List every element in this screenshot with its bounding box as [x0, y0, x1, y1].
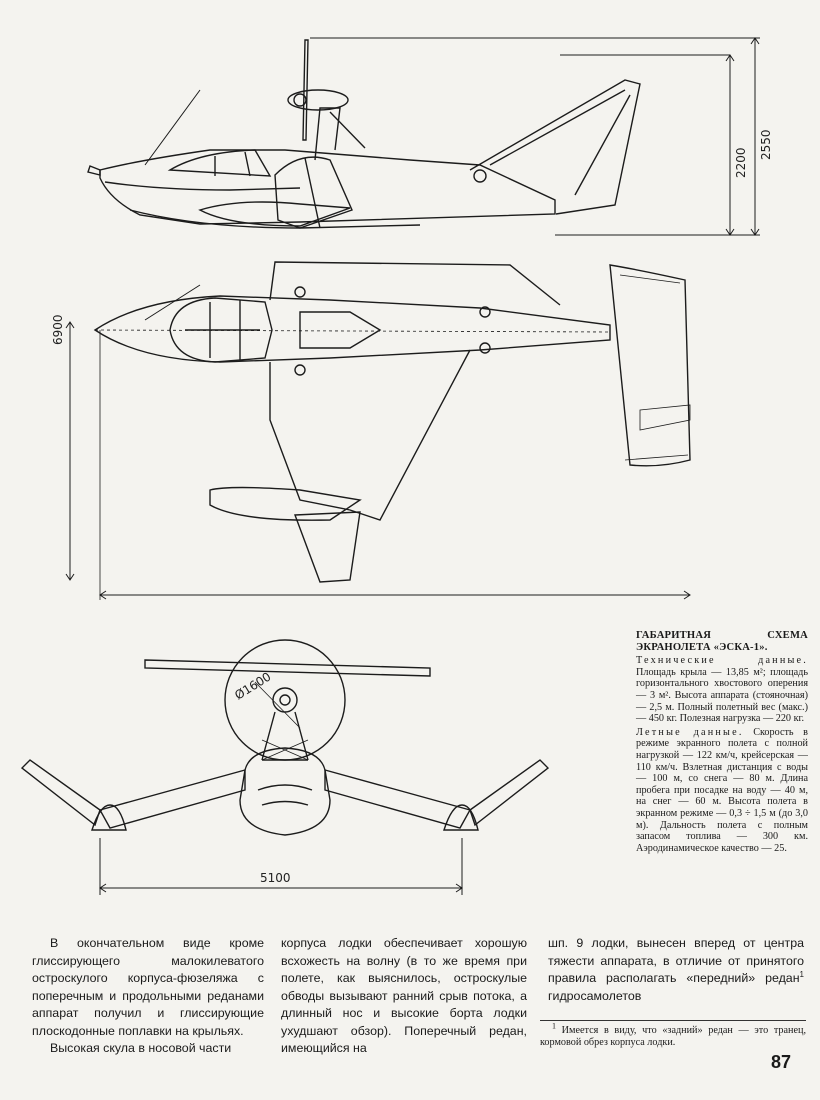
- top-fuselage: [93, 295, 611, 363]
- spec-flight-lead: Летные данные.: [636, 726, 744, 738]
- front-wing-right: [324, 769, 472, 829]
- text-column-3: шп. 9 лодки, вынесен вперед от центра тя…: [548, 935, 804, 1005]
- spec-tech-lead: Технические данные.: [636, 655, 808, 667]
- front-view: [20, 639, 550, 895]
- side-float: [198, 201, 351, 227]
- col1-paragraph-1: В окончательном виде кроме глиссирующего…: [32, 936, 264, 1038]
- front-float-left: [91, 804, 127, 831]
- spec-caption: ГАБАРИТНАЯ СХЕМА ЭКРАНОЛЕТА «ЭСКА-1». Те…: [636, 630, 808, 856]
- top-canopy: [169, 297, 273, 363]
- dim-rotor-diameter: Ø1600: [232, 669, 273, 702]
- spec-tech-text: Площадь крыла — 13,85 м²; площадь горизо…: [636, 666, 808, 725]
- technical-drawing: 2550 2200 6900: [20, 37, 773, 895]
- dim-span: 5100: [260, 871, 291, 885]
- front-fuselage: [239, 747, 331, 836]
- top-wing-float: [209, 486, 362, 521]
- footnote-ref: 1: [799, 969, 804, 979]
- spec-flight: Летные данные. Скорость в режиме экранно…: [636, 727, 808, 855]
- footnote: 1 Имеется в виду, что «задний» редан — э…: [540, 1020, 806, 1049]
- dim-height-total: 2550: [759, 129, 773, 160]
- spec-flight-text: Скорость в режиме экранного полета с пол…: [636, 726, 808, 854]
- side-tail-fin: [469, 79, 641, 215]
- col3-text: шп. 9 лодки, вынесен вперед от центра тя…: [548, 936, 804, 985]
- top-wing-aft: [269, 349, 471, 521]
- top-horizontal-tail: [609, 264, 691, 467]
- side-view: [87, 37, 760, 236]
- col3-paragraph-1: шп. 9 лодки, вынесен вперед от центра тя…: [548, 935, 804, 1005]
- page-number: 87: [771, 1052, 792, 1072]
- text-column-2: корпуса лодки обеспечивает хорошую всхож…: [281, 935, 527, 1058]
- side-canopy: [167, 149, 272, 177]
- top-wing-forward: [269, 261, 561, 306]
- spec-title: ГАБАРИТНАЯ СХЕМА ЭКРАНОЛЕТА «ЭСКА-1».: [636, 630, 808, 653]
- dim-height-body: 2200: [734, 147, 748, 178]
- col2-paragraph-1: корпуса лодки обеспечивает хорошую всхож…: [281, 936, 527, 1055]
- front-wing-left: [98, 769, 246, 829]
- footnote-mark: 1: [552, 1021, 556, 1031]
- front-float-right: [443, 804, 479, 831]
- top-view: [65, 261, 691, 600]
- col1-paragraph-2: Высокая скула в носовой части: [50, 1041, 232, 1055]
- side-hull: [99, 149, 556, 225]
- text-column-1: В окончательном виде кроме глиссирующего…: [32, 935, 264, 1058]
- col3-text-end: гидросамолетов: [548, 988, 642, 1003]
- front-horizontal-tail: [144, 659, 431, 677]
- side-propeller: [302, 39, 309, 141]
- footnote-text: Имеется в виду, что «задний» редан — это…: [540, 1025, 806, 1048]
- spec-technical: Технические данные. Площадь крыла — 13,8…: [636, 655, 808, 725]
- dim-length: 6900: [51, 314, 65, 345]
